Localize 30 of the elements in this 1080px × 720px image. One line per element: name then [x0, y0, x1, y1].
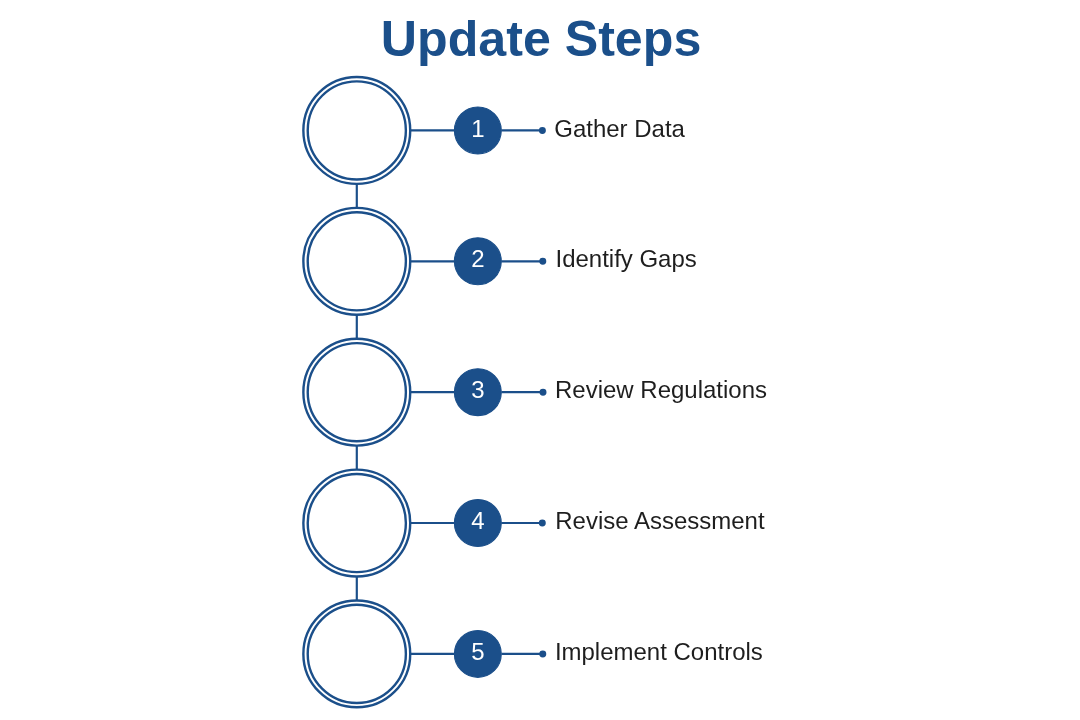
- node-text: Revise Assessment: [555, 507, 765, 535]
- node-circle: 4: [453, 499, 502, 548]
- node-text: Gather Data: [554, 114, 685, 142]
- node-circle: 5: [453, 629, 502, 678]
- connector: [410, 391, 455, 394]
- node-text: Review Regulations: [555, 376, 768, 404]
- node-circle: 3: [453, 368, 502, 417]
- connector: [410, 521, 455, 525]
- connector: [355, 576, 358, 601]
- connector: [501, 257, 547, 265]
- connector: [501, 388, 547, 396]
- node-circle: 2: [453, 237, 502, 286]
- node-text: Identify Gaps: [555, 245, 697, 273]
- connector: [501, 650, 547, 658]
- node-picture: [302, 599, 412, 709]
- connector: [410, 260, 455, 263]
- connector: [501, 126, 546, 134]
- node-picture: [302, 468, 412, 578]
- node-picture: [302, 75, 412, 186]
- node-picture: [302, 206, 412, 316]
- node-circle: 1: [453, 106, 502, 155]
- diagram-title: Update Steps: [380, 11, 702, 68]
- connector: [410, 129, 455, 132]
- connector: [355, 445, 358, 470]
- connector: [410, 652, 455, 655]
- connector: [355, 315, 358, 339]
- connector: [501, 519, 546, 527]
- connector: [355, 184, 358, 208]
- node-picture: [302, 337, 412, 447]
- node-text: Implement Controls: [554, 638, 763, 665]
